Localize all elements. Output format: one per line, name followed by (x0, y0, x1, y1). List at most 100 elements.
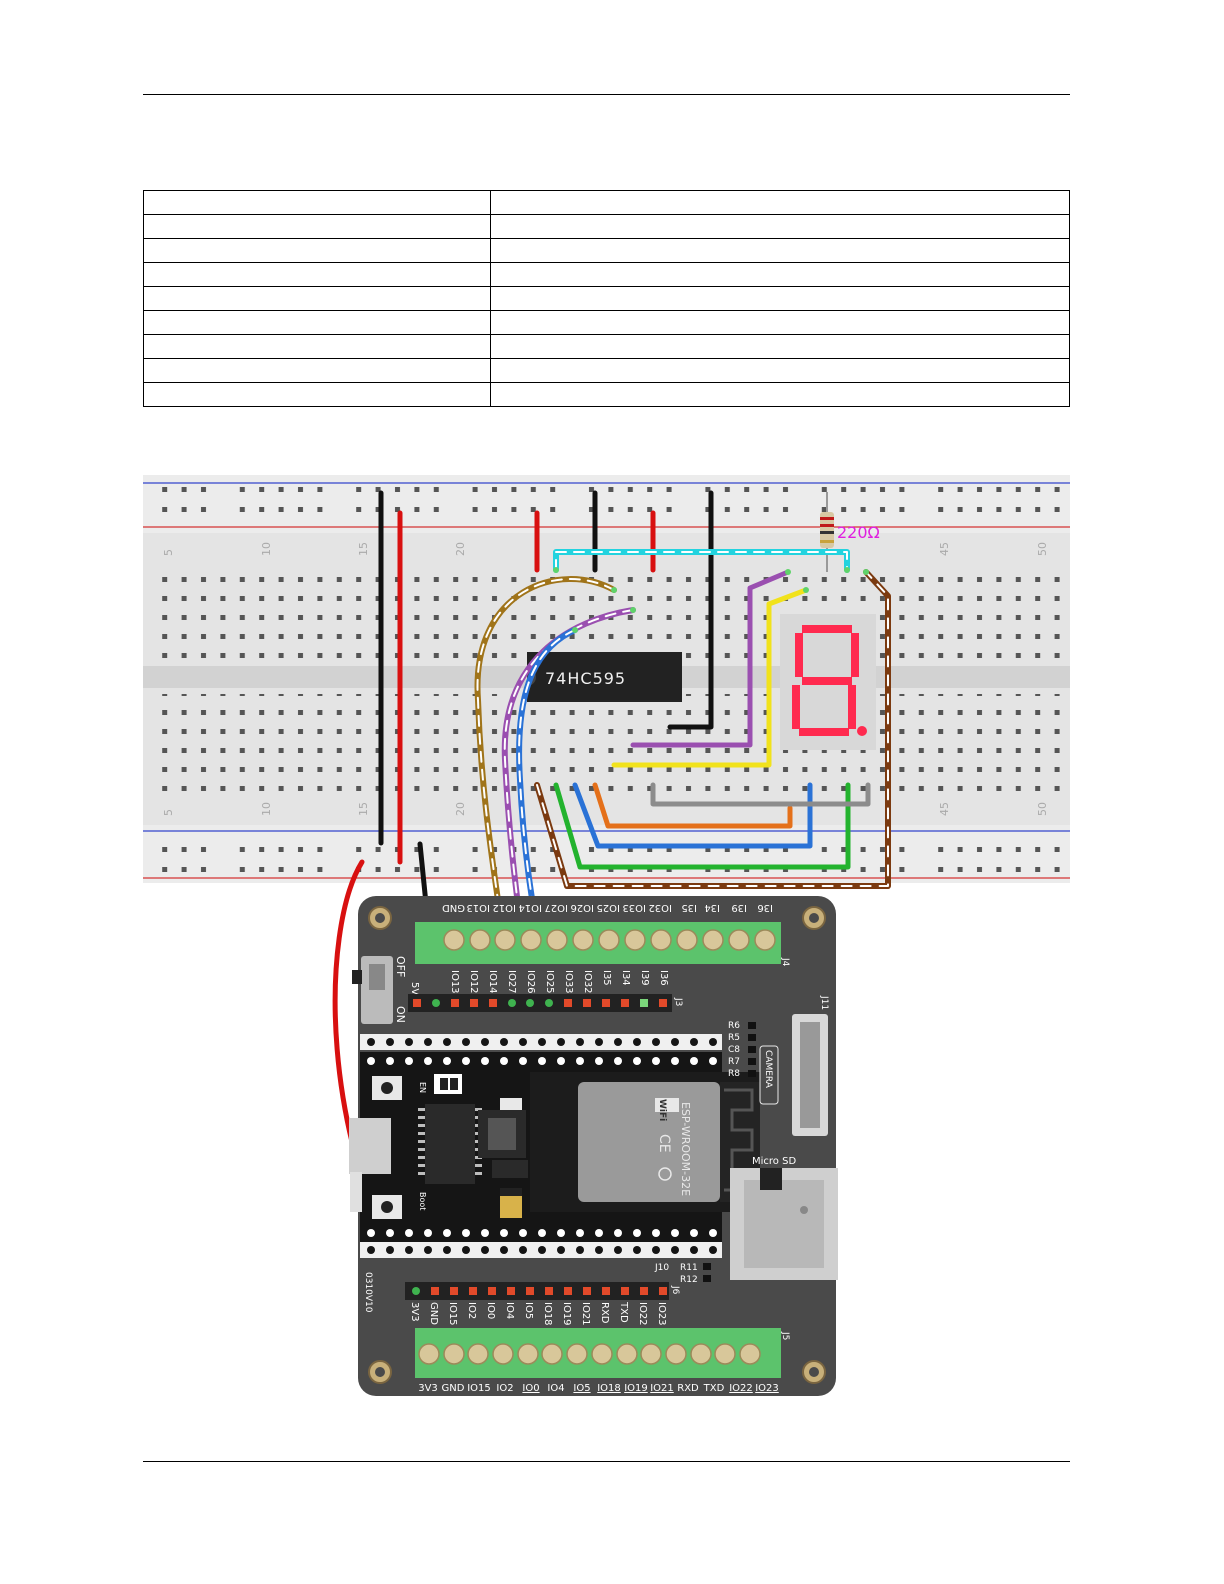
pin-label: IO25 (596, 902, 620, 913)
wifi-label: WiFi (657, 1099, 667, 1121)
pin-label: I36 (757, 902, 773, 913)
en-label: EN (418, 1082, 427, 1093)
top-pins (413, 999, 667, 1007)
wire-yellow (611, 587, 809, 768)
header-rule (143, 94, 1070, 95)
dev-board-pins (367, 1057, 717, 1237)
svg-text:IO14: IO14 (487, 970, 498, 994)
pin-label: GND (442, 902, 465, 913)
svg-text:R12: R12 (680, 1275, 698, 1285)
ce-label: CE (656, 1134, 672, 1153)
svg-text:IO22: IO22 (637, 1302, 648, 1326)
pin-label: IO32 (648, 902, 672, 913)
wiring-table (143, 190, 1070, 407)
col-num: 5 (162, 549, 175, 556)
module-label: ESP-WROOM-32E (679, 1102, 692, 1196)
svg-text:C8: C8 (728, 1045, 740, 1055)
svg-text:R5: R5 (728, 1033, 740, 1043)
svg-text:5V: 5V (409, 982, 420, 995)
svg-text:I34: I34 (620, 970, 631, 986)
col-num: 10 (260, 542, 273, 556)
power-switch[interactable]: OFF ON (352, 956, 407, 1024)
switch-on-label: ON (394, 1006, 407, 1023)
pin-label: IO14 (518, 902, 542, 913)
pin-label: IO27 (544, 902, 568, 913)
col-num: 50 (1036, 542, 1049, 556)
connector-label: J10 (654, 1263, 669, 1273)
svg-text:I36: I36 (658, 970, 669, 986)
svg-text:R6: R6 (728, 1021, 740, 1031)
col-num: 15 (357, 542, 370, 556)
table-row (143, 334, 1070, 359)
top-row-labels: 5V IO13 IO12 IO14 IO27 IO26 IO25 IO33 IO… (409, 970, 669, 995)
svg-text:R7: R7 (728, 1057, 740, 1067)
table-row (143, 286, 1070, 311)
pin-label: I34 (704, 902, 720, 913)
top-header-labels: GND IO13 IO12 IO14 IO27 IO26 IO25 IO33 I… (442, 902, 773, 913)
usb-port (349, 1118, 391, 1174)
wire-orange (592, 782, 793, 829)
connector-label: J11 (819, 995, 829, 1010)
wire-green (553, 782, 851, 870)
svg-text:IO2: IO2 (496, 1383, 513, 1394)
pin-label: IO33 (622, 902, 646, 913)
bottom-pins (412, 1287, 667, 1295)
wire-purple (630, 569, 791, 748)
switch-off-label: OFF (394, 956, 407, 977)
svg-text:RXD: RXD (677, 1383, 699, 1394)
svg-text:IO25: IO25 (544, 970, 555, 994)
col-num: 50 (1036, 802, 1049, 816)
svg-text:RXD: RXD (599, 1302, 610, 1324)
table-row (143, 310, 1070, 335)
chip-label: 74HC595 (545, 669, 626, 688)
svg-text:IO32: IO32 (582, 970, 593, 994)
pin-label: IO26 (570, 902, 594, 913)
svg-text:TXD: TXD (618, 1301, 629, 1323)
svg-text:IO23: IO23 (755, 1383, 779, 1394)
svg-text:IO2: IO2 (466, 1302, 477, 1319)
pin-label: I39 (731, 902, 747, 913)
svg-text:IO4: IO4 (547, 1383, 564, 1394)
svg-text:IO4: IO4 (504, 1302, 515, 1319)
pin-label: IO13 (466, 902, 490, 913)
esp-module-shield (578, 1082, 720, 1202)
top-terminals (443, 929, 776, 951)
col-num: 15 (357, 802, 370, 816)
connector-label: J3 (673, 997, 683, 1006)
resistor-label: 220Ω (837, 523, 880, 542)
svg-text:IO21: IO21 (650, 1383, 674, 1394)
esp32-expansion-board: GND IO13 IO12 IO14 IO27 IO26 IO25 IO33 I… (349, 896, 838, 1396)
wire-gray (650, 782, 871, 807)
col-num: 20 (454, 802, 467, 816)
svg-text:3V3: 3V3 (418, 1383, 438, 1394)
svg-text:IO22: IO22 (729, 1383, 753, 1394)
resistor-labels: R6 R5 C8 R7 R8 (728, 1021, 740, 1079)
svg-text:R11: R11 (680, 1263, 698, 1273)
svg-text:IO18: IO18 (542, 1302, 553, 1326)
wire-blue-stripe (518, 629, 576, 1004)
pin-label: I35 (681, 902, 697, 913)
bottom-row-labels: 3V3 GND IO15 IO2 IO0 IO4 IO5 IO18 IO19 I… (409, 1301, 667, 1326)
svg-text:IO15: IO15 (447, 1302, 458, 1326)
svg-text:I35: I35 (601, 970, 612, 986)
bottom-terminals (418, 1343, 761, 1365)
col-num: 5 (162, 809, 175, 816)
svg-text:GND: GND (428, 1302, 439, 1325)
svg-text:IO19: IO19 (561, 1302, 572, 1326)
svg-text:GND: GND (442, 1383, 465, 1394)
shift-register-chip: 74HC595 (527, 652, 682, 702)
seven-segment-display (780, 614, 876, 750)
svg-text:IO27: IO27 (506, 970, 517, 994)
svg-text:IO33: IO33 (563, 970, 574, 994)
connector-label: J5 (780, 1331, 790, 1340)
col-num: 45 (938, 802, 951, 816)
svg-text:R8: R8 (728, 1069, 740, 1079)
svg-text:3V3: 3V3 (409, 1302, 420, 1322)
svg-text:IO5: IO5 (523, 1302, 534, 1319)
svg-text:IO12: IO12 (468, 970, 479, 994)
wire-cyan-stripe (555, 551, 848, 571)
footer-rule (143, 1461, 1070, 1462)
svg-text:IO0: IO0 (485, 1302, 496, 1319)
svg-text:TXD: TXD (703, 1383, 725, 1394)
